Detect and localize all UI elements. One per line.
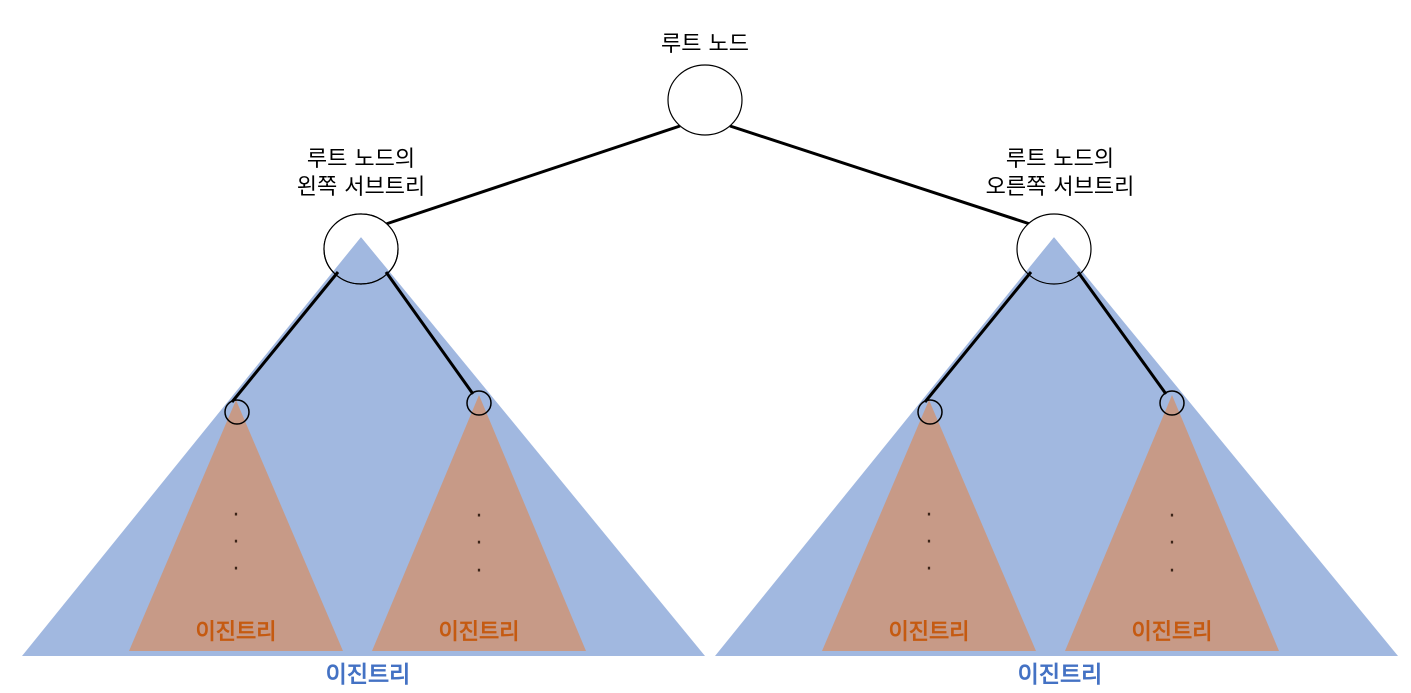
right-left-subtree-label: 이진트리	[889, 620, 970, 645]
ellipsis-dot: ·	[476, 504, 483, 529]
ellipsis-dot: ·	[1169, 531, 1176, 556]
left-left-subtree-triangle	[129, 400, 343, 651]
ellipsis-left-left: · · ·	[233, 503, 240, 582]
left-left-subtree-label: 이진트리	[196, 620, 277, 645]
left-right-subtree-label: 이진트리	[439, 620, 520, 645]
left-subtree-node-outline	[323, 213, 399, 285]
edge-right-rightchild	[1076, 271, 1168, 395]
left-leftchild-node	[224, 399, 250, 425]
edge-root-right	[729, 124, 1031, 226]
ellipsis-dot: ·	[1169, 504, 1176, 529]
right-left-subtree-triangle	[822, 400, 1036, 651]
left-subtree-triangle	[22, 237, 705, 656]
right-right-subtree-triangle	[1065, 395, 1279, 651]
ellipsis-right-left: · · ·	[926, 503, 933, 582]
right-right-subtree-label: 이진트리	[1132, 620, 1213, 645]
left-subtree-label-line2: 왼쪽 서브트리	[297, 175, 425, 200]
right-subtree-main-label: 이진트리	[1018, 662, 1103, 688]
right-subtree-node-fill	[1017, 214, 1091, 265]
right-leftchild-node	[917, 399, 943, 425]
edge-root-left	[385, 124, 681, 226]
ellipsis-dot: ·	[926, 557, 933, 582]
root-node	[667, 64, 743, 136]
left-subtree-main-label: 이진트리	[326, 662, 411, 688]
ellipsis-dot: ·	[926, 530, 933, 555]
ellipsis-dot: ·	[1169, 559, 1176, 584]
left-subtree-label-line1: 루트 노드의	[307, 147, 415, 172]
right-subtree-label-line2: 오른쪽 서브트리	[986, 175, 1135, 200]
left-rightchild-node	[466, 390, 492, 416]
ellipsis-dot: ·	[233, 530, 240, 555]
ellipsis-dot: ·	[926, 503, 933, 528]
ellipsis-dot: ·	[476, 531, 483, 556]
root-node-label: 루트 노드	[661, 32, 749, 57]
edge-right-leftchild	[923, 271, 1033, 403]
edge-left-rightchild	[384, 271, 475, 395]
right-subtree-node-outline	[1016, 213, 1092, 285]
right-rightchild-node	[1159, 390, 1185, 416]
edge-left-leftchild	[230, 271, 340, 403]
ellipsis-dot: ·	[233, 503, 240, 528]
ellipsis-left-right: · · ·	[476, 504, 483, 584]
left-subtree-node-fill	[324, 214, 398, 265]
ellipsis-dot: ·	[233, 557, 240, 582]
left-right-subtree-triangle	[372, 395, 586, 651]
ellipsis-right-right: · · ·	[1169, 504, 1176, 584]
ellipsis-dot: ·	[476, 559, 483, 584]
right-subtree-triangle	[715, 237, 1398, 656]
right-subtree-label-line1: 루트 노드의	[1006, 147, 1114, 172]
